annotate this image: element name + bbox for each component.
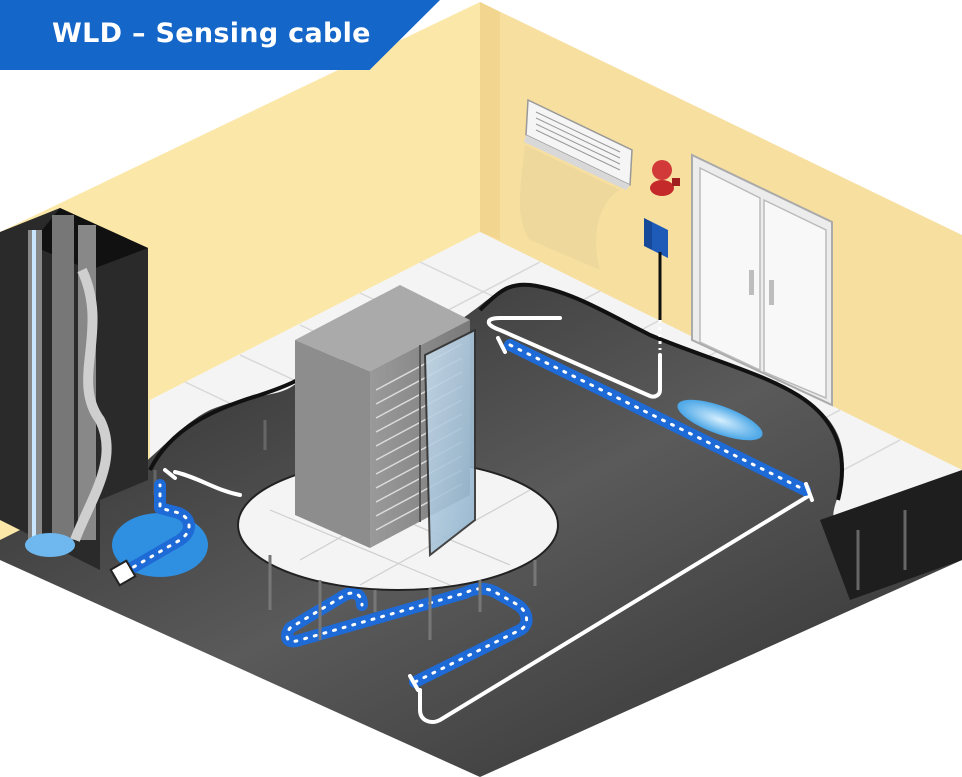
pipe-shaft xyxy=(0,208,148,570)
fire-alarm-bell-icon xyxy=(650,160,680,196)
title-banner xyxy=(0,0,440,70)
leader-cable xyxy=(163,316,812,724)
water-leak-puddle-door xyxy=(677,399,763,441)
pipe-1-highlight xyxy=(32,230,36,540)
rack-open-door xyxy=(423,328,476,558)
pipe-leak-puddle xyxy=(25,533,75,557)
double-door-icon xyxy=(691,153,833,407)
pipe-2 xyxy=(52,215,74,540)
sensing-cable-back xyxy=(504,339,811,496)
end-terminators xyxy=(408,336,814,692)
page-title: WLD – Sensing cable xyxy=(52,18,371,49)
leak-detection-controller-icon xyxy=(644,218,668,350)
wall-shadow xyxy=(480,2,500,240)
air-conditioner-icon xyxy=(520,98,633,270)
server-rack-icon xyxy=(295,285,476,558)
floor-edge-right xyxy=(820,470,962,600)
sensing-cable xyxy=(119,339,811,688)
cable-connector-box xyxy=(109,559,137,587)
pipe-wrap xyxy=(70,267,112,542)
